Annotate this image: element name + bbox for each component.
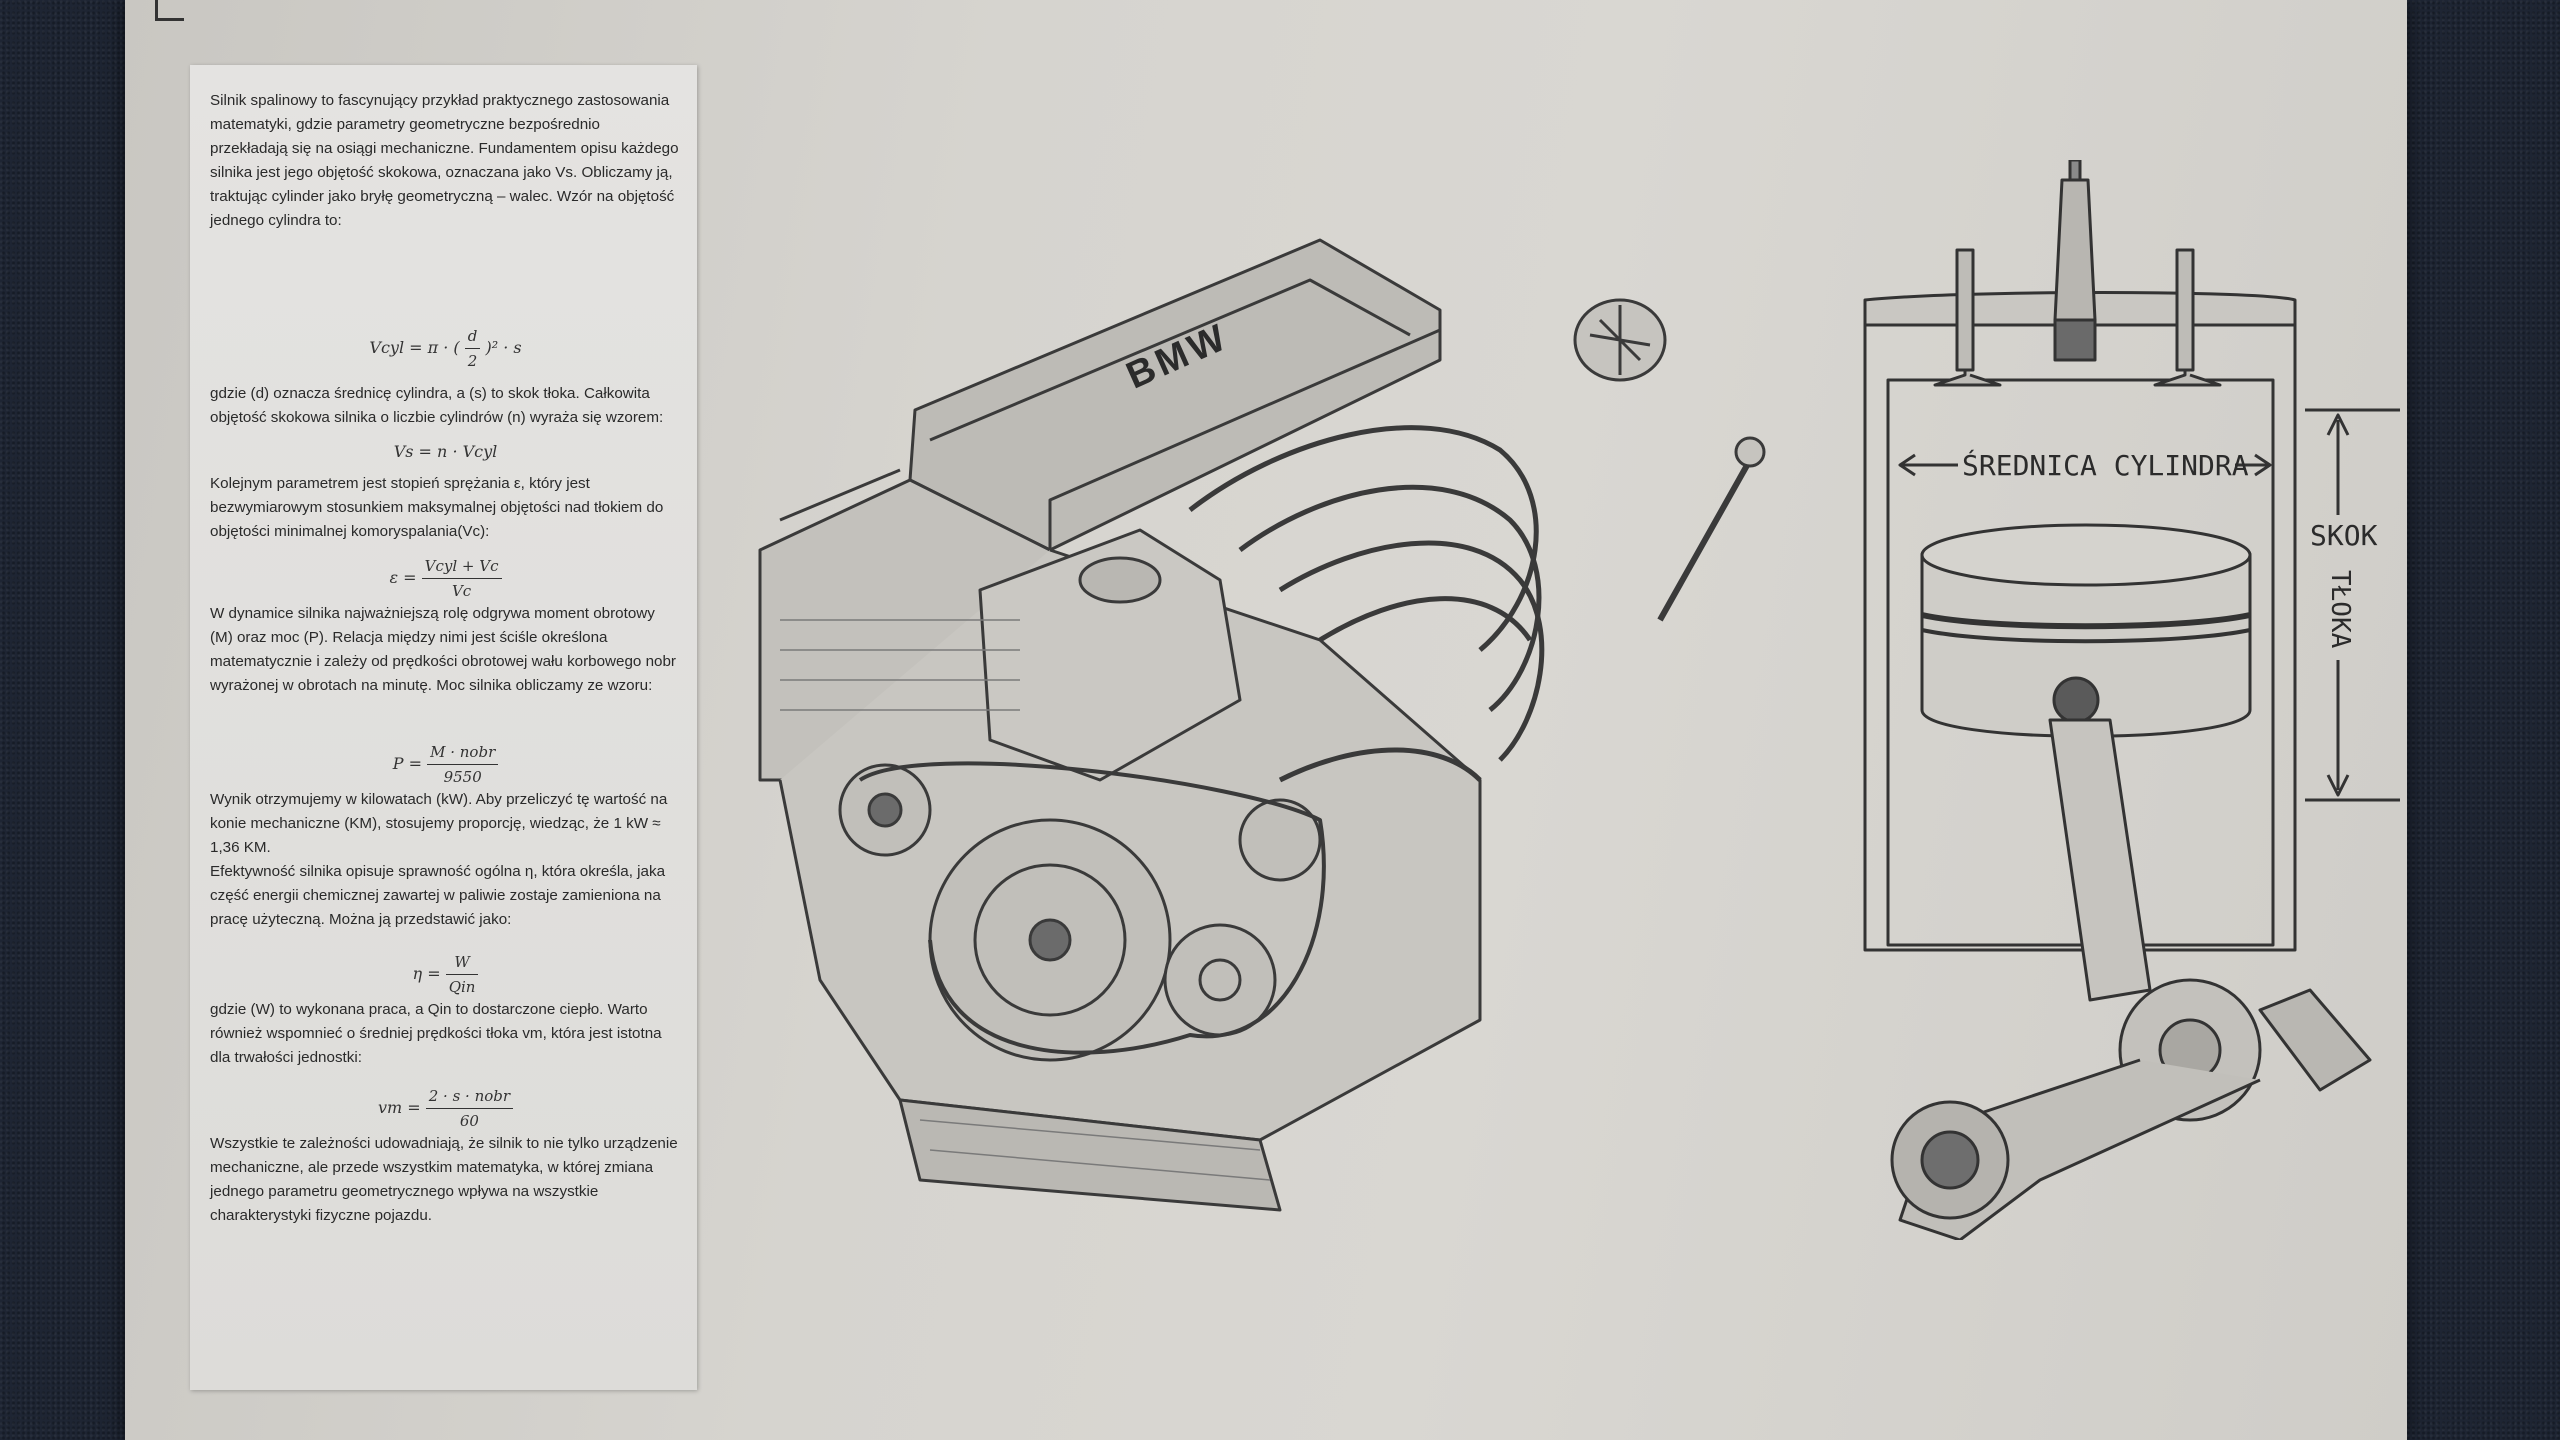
paragraph-piston-speed: gdzie (W) to wykonana praca, a Qin to do… xyxy=(210,1001,662,1066)
engine-sketch: BMW xyxy=(758,238,1766,1212)
paragraph-units: Wynik otrzymujemy w kilowatach (kW). Aby… xyxy=(210,791,668,856)
bore-label: ŚREDNICA CYLINDRA xyxy=(1962,448,2249,482)
stroke-label-2: TŁOKA xyxy=(2325,570,2355,649)
paragraph-efficiency: Efektywność silnika opisuje sprawność og… xyxy=(210,863,666,928)
stroke-label-1: SKOK xyxy=(2310,519,2378,552)
corner-mark xyxy=(155,0,184,21)
piston-cylinder-sketch: ŚREDNICA CYLINDRA SKOK TŁOKA xyxy=(1863,160,2400,1240)
paragraph-intro: Silnik spalinowy to fascynujący przykład… xyxy=(210,92,679,229)
paragraph-bore-stroke: gdzie (d) oznacza średnicę cylindra, a (… xyxy=(210,385,664,426)
paragraph-conclusion: Wszystkie te zależności udowadniają, że … xyxy=(210,1135,678,1224)
formula-total-volume: Vs = n · Vcyl xyxy=(393,442,498,461)
paragraph-torque-power: W dynamice silnika najważniejszą rolę od… xyxy=(210,605,676,694)
paragraph-compression: Kolejnym parametrem jest stopień sprężan… xyxy=(210,475,664,540)
text-sheet: Silnik spalinowy to fascynujący przykład… xyxy=(190,65,697,1390)
